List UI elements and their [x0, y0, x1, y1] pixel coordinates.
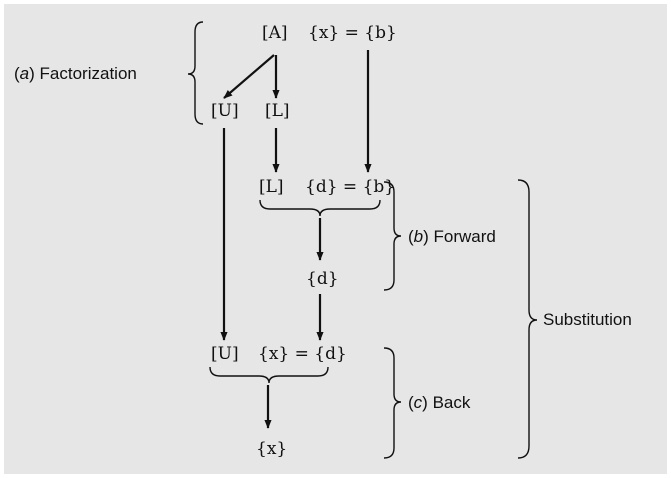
- matrix-u: [U]: [211, 101, 239, 121]
- brace-forward-underbrace: [259, 199, 381, 217]
- brace-substitution: [517, 179, 538, 459]
- label-factorization: (a) Factorization: [14, 64, 137, 83]
- forward-matrix-l: [L]: [259, 177, 284, 197]
- step-b-marker: b: [413, 227, 424, 246]
- vector-d: {d}: [306, 269, 339, 289]
- label-forward: (b) Forward: [408, 227, 496, 246]
- equation-d-equals-b: {d} = {b}: [305, 177, 396, 197]
- arrow-a-to-u: [223, 54, 275, 99]
- brace-factorization: [187, 21, 204, 125]
- step-a-marker: a: [19, 64, 30, 83]
- matrix-a: [A]: [262, 23, 288, 43]
- equation-x-equals-b: {x} = {b}: [308, 23, 397, 43]
- step-c-name: Back: [432, 393, 471, 412]
- label-back: (c) Back: [408, 393, 471, 412]
- diagram-panel: [4, 4, 667, 474]
- back-matrix-u: [U]: [211, 344, 239, 364]
- step-c-marker: c: [413, 393, 423, 412]
- brace-back: [383, 347, 402, 459]
- matrix-l: [L]: [265, 101, 290, 121]
- equation-x-equals-d: {x} = {d}: [258, 344, 347, 364]
- brace-forward: [383, 181, 402, 291]
- step-b-name: Forward: [433, 227, 496, 246]
- step-a-name: Factorization: [39, 64, 137, 83]
- brace-back-underbrace: [209, 366, 329, 384]
- vector-x: {x}: [256, 439, 288, 459]
- label-substitution: Substitution: [543, 310, 632, 329]
